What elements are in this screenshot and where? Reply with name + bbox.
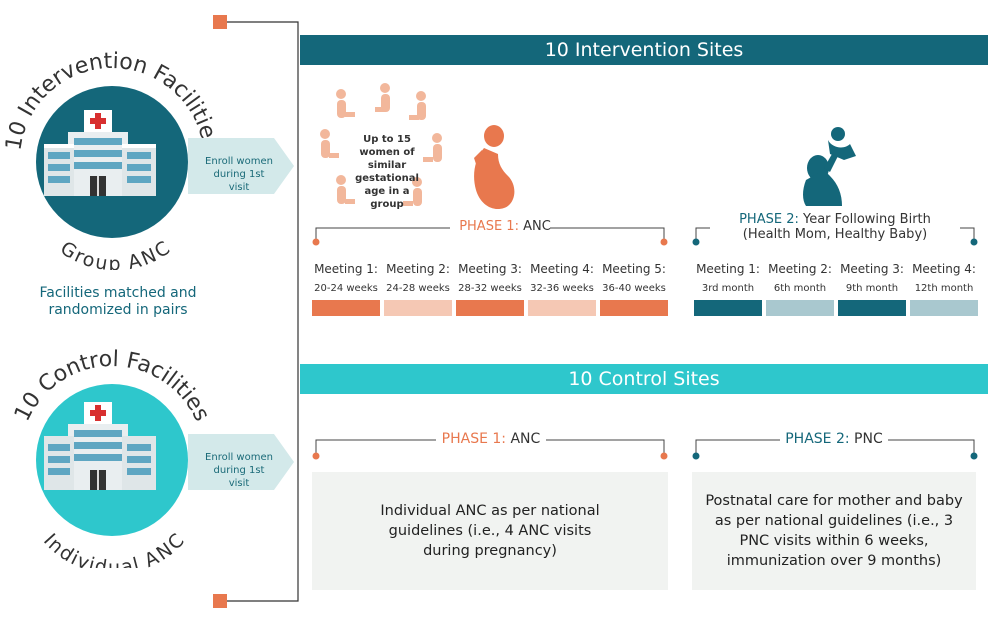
control-phase2-description: Postnatal care for mother and baby as pe…	[705, 493, 963, 569]
group-anc-label: Group ANC	[56, 237, 174, 270]
meeting-month: 9th month	[845, 283, 899, 294]
control-phase2-prefix: PHASE 2:	[785, 431, 850, 447]
control-enroll-arrow	[188, 434, 294, 490]
control-phase2-title: PNC	[854, 431, 883, 447]
hospital-icon	[44, 110, 156, 196]
meeting-month: 3rd month	[701, 283, 755, 294]
meeting-title: Meeting 1:	[696, 262, 760, 276]
control-phase2-bracket	[692, 439, 978, 460]
control-phase1-title: ANC	[510, 431, 541, 447]
phase2-subtitle: (Health Mom, Healthy Baby)	[742, 227, 928, 242]
phase1-meeting-5: Meeting 5: 36-40 weeks	[598, 262, 670, 294]
seated-woman-icon	[320, 83, 442, 206]
phase2-title: Year Following Birth	[803, 212, 931, 227]
phase1-meeting-2: Meeting 2: 24-28 weeks	[382, 262, 454, 294]
phase1-bar-5	[600, 300, 668, 316]
intervention-phase1-label: PHASE 1: ANC	[440, 219, 570, 234]
pregnant-woman-icon	[474, 125, 515, 210]
control-phase1-description: Individual ANC as per national guideline…	[380, 503, 600, 559]
meeting-title: Meeting 4:	[912, 262, 976, 276]
control-phase1-bracket	[312, 439, 668, 460]
meeting-weeks: 36-40 weeks	[602, 283, 666, 294]
control-phase1-box: Individual ANC as per national guideline…	[312, 472, 668, 590]
top-marker-square	[213, 15, 227, 29]
phase1-meeting-1: Meeting 1: 20-24 weeks	[310, 262, 382, 294]
meeting-month: 12th month	[914, 283, 974, 294]
phase1-prefix: PHASE 1:	[459, 219, 519, 234]
meeting-weeks: 32-36 weeks	[530, 283, 594, 294]
phase1-title: ANC	[523, 219, 551, 234]
mother-baby-icon	[803, 127, 856, 206]
control-enroll-text: Enroll women during 1st visit	[205, 452, 273, 489]
control-phase1-prefix: PHASE 1:	[441, 431, 507, 447]
phase2-prefix: PHASE 2:	[739, 212, 799, 227]
group-women-illustration	[320, 83, 442, 206]
hospital-icon	[44, 402, 156, 490]
meeting-title: Meeting 4:	[530, 262, 594, 276]
phase1-meeting-3: Meeting 3: 28-32 weeks	[454, 262, 526, 294]
meeting-title: Meeting 2:	[386, 262, 450, 276]
phase2-bar-1	[694, 300, 762, 316]
svg-text:Group ANC: Group ANC	[56, 237, 174, 270]
bottom-marker-square	[213, 594, 227, 608]
phase2-bar-3	[838, 300, 906, 316]
meeting-month: 6th month	[773, 283, 827, 294]
phase2-meeting-1: Meeting 1: 3rd month	[692, 262, 764, 294]
phase1-bar-3	[456, 300, 524, 316]
phase1-bar-1	[312, 300, 380, 316]
phase2-meeting-3: Meeting 3: 9th month	[836, 262, 908, 294]
intervention-phase1-bracket	[312, 227, 668, 246]
meeting-title: Meeting 2:	[768, 262, 832, 276]
phase1-meeting-4: Meeting 4: 32-36 weeks	[526, 262, 598, 294]
phase1-bar-4	[528, 300, 596, 316]
control-phase2-label: PHASE 2: PNC	[776, 431, 892, 447]
phase2-meeting-4: Meeting 4: 12th month	[908, 262, 980, 294]
control-phase2-box: Postnatal care for mother and baby as pe…	[692, 472, 976, 590]
control-phase1-label: PHASE 1: ANC	[426, 431, 556, 447]
meeting-weeks: 28-32 weeks	[458, 283, 522, 294]
control-sites-banner: 10 Control Sites	[300, 364, 988, 394]
intervention-sites-banner: 10 Intervention Sites	[300, 35, 988, 65]
intervention-phase2-bracket	[692, 227, 978, 246]
meeting-title: Meeting 3:	[458, 262, 522, 276]
intervention-phase2-label: PHASE 2: Year Following Birth (Health Mo…	[712, 212, 958, 242]
matched-text: Facilities matched and randomized in pai…	[39, 285, 197, 318]
meeting-title: Meeting 3:	[840, 262, 904, 276]
meeting-title: Meeting 1:	[314, 262, 378, 276]
intervention-enroll-text: Enroll women during 1st visit	[205, 156, 273, 193]
meeting-weeks: 20-24 weeks	[314, 283, 378, 294]
meeting-title: Meeting 5:	[602, 262, 666, 276]
group-size-text: Up to 15 women of similar gestational ag…	[355, 134, 419, 210]
phase2-meeting-2: Meeting 2: 6th month	[764, 262, 836, 294]
intervention-facility-emblem: 10 Intervention Facilities Group ANC	[1, 49, 222, 270]
control-facility-emblem: 10 Control Facilities Individual ANC	[10, 347, 214, 568]
phase2-bar-2	[766, 300, 834, 316]
intervention-enroll-arrow	[188, 138, 294, 194]
phase1-bar-2	[384, 300, 452, 316]
meeting-weeks: 24-28 weeks	[386, 283, 450, 294]
phase2-bar-4	[910, 300, 978, 316]
